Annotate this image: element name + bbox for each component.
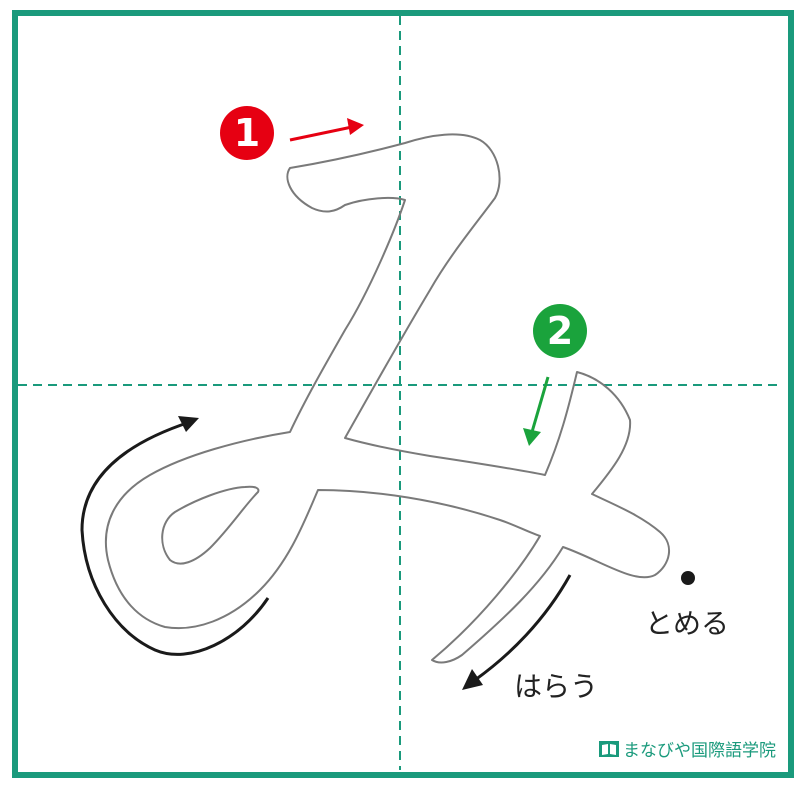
stroke-2-arrowhead [523,428,541,446]
harau-arrow-line [474,574,572,682]
harau-arrowhead [462,669,483,690]
tome-label: とめる [645,607,730,640]
stroke-1-outline [104,133,670,664]
practice-frame [12,10,794,778]
tome-dot [681,571,695,585]
stroke-2-marker: 2 [533,304,587,358]
harau-label: はらう [514,670,599,703]
stroke-1-marker: 1 [220,106,274,160]
brand-name: まなびや国際語学院 [623,741,776,761]
stroke-1-arrowhead [347,118,364,135]
stroke-2-arrow-line [530,376,550,433]
brand-logo: まなびや国際語学院 [599,736,776,761]
stroke-1-inner-loop [161,485,260,565]
stroke-1-arrow-line [289,125,353,142]
open-book-icon [599,740,619,757]
loop-direction-arrow [80,420,270,656]
loop-arrowhead [178,416,199,432]
